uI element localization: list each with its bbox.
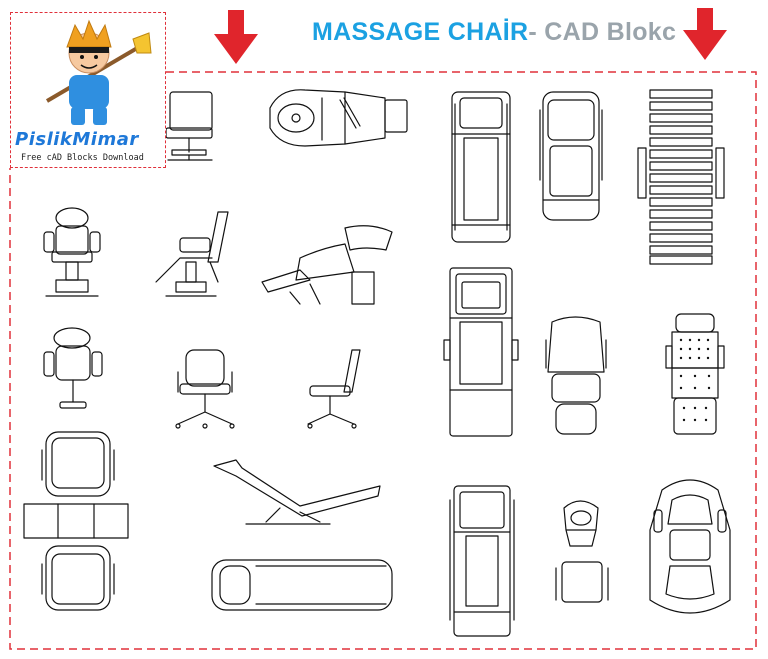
logo-box: PislikMimar Free cAD Blocks Download — [10, 12, 166, 168]
lounger-top-block-3 — [443, 267, 519, 437]
lounger-side-block — [211, 559, 393, 611]
lounger-top-block-1 — [451, 91, 511, 243]
office-chair-side-block — [307, 349, 361, 429]
massage-chair-top-block-2 — [665, 313, 725, 435]
office-chair-top-block — [43, 327, 103, 409]
page-title: MASSAGE CHAİR- CAD Blokc — [312, 18, 676, 47]
massage-chair-top-block-1 — [545, 316, 607, 435]
shampoo-bed-top-block — [269, 89, 408, 147]
arrow-down-icon — [214, 10, 258, 64]
logo-tagline: Free cAD Blocks Download — [21, 153, 144, 163]
office-chair-front-block — [175, 349, 235, 429]
massage-chair-small-block — [555, 500, 609, 603]
lounger-top-block-4 — [449, 485, 515, 637]
cartoon-character-icon — [45, 19, 152, 125]
chaise-lounge-side-block — [213, 459, 381, 525]
lounger-top-block-2 — [539, 91, 603, 221]
slatted-lounger-block — [637, 89, 725, 265]
logo-brand: PislikMimar — [15, 129, 139, 150]
seating-group-top-block — [23, 431, 129, 611]
dashed-frame — [9, 71, 757, 650]
shampoo-chair-side-block — [261, 225, 393, 305]
massage-node-dots — [679, 338, 711, 422]
title-sub: - CAD Blokc — [528, 18, 677, 46]
arrow-down-icon — [683, 8, 727, 60]
car-massage-chair-block — [649, 479, 731, 614]
barber-chair-side-block — [155, 211, 229, 297]
barber-chair-front-block — [43, 207, 101, 297]
salon-chair-side-block — [165, 91, 213, 161]
title-main: MASSAGE CHAİR — [312, 18, 529, 46]
